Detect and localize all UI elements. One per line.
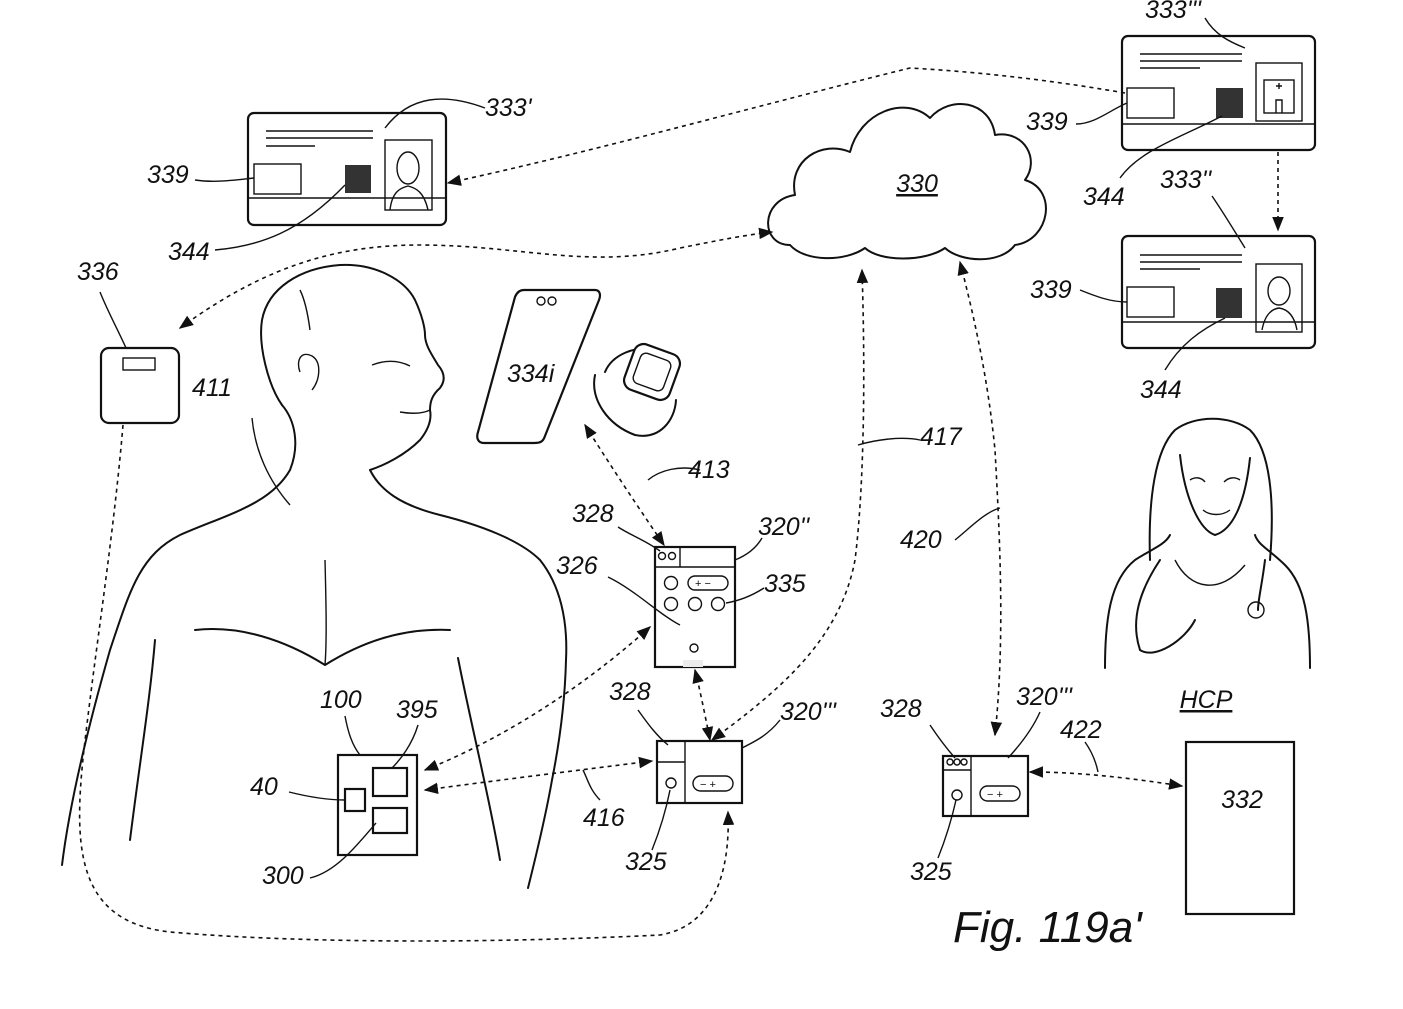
hcp-label: HCP [1180, 686, 1233, 714]
remote-right-power-label: 325 [910, 858, 952, 886]
card-field-label-3: 339 [1030, 276, 1072, 304]
svg-text:− +: − + [987, 789, 1003, 801]
remote-mid-display-label: 328 [609, 678, 651, 706]
card-field-label-1: 339 [147, 161, 189, 189]
remote-top-buttons-label: 326 [556, 552, 598, 580]
card-hcp-label: 333'' [1160, 166, 1212, 194]
link-cloud-right-label: 420 [900, 526, 942, 554]
remote-right-label: 320''' [1016, 683, 1073, 711]
card-code-label-1: 344 [168, 238, 210, 266]
remote-mid-label: 320''' [780, 698, 837, 726]
card-clinic-label: 333''' [1145, 0, 1202, 24]
patch-c-label: 300 [262, 862, 304, 890]
phone-label: 334i [507, 360, 556, 388]
patch-label: 100 [320, 686, 362, 714]
scale-label: 336 [77, 258, 119, 286]
card-patient-label: 333' [485, 94, 533, 122]
link-phone-label: 413 [688, 456, 730, 484]
cloud-network: 330 [768, 104, 1046, 259]
scale-device: 336 411 [77, 258, 232, 423]
qr-code-icon [1216, 88, 1243, 118]
card-field-label-2: 339 [1026, 108, 1068, 136]
remote-right-display-label: 328 [880, 695, 922, 723]
patch-b-label: 40 [250, 773, 278, 801]
computer-terminal: 332 [1186, 742, 1294, 914]
link-cloud-left-label: 417 [920, 423, 963, 451]
link-scale-label: 411 [192, 374, 232, 402]
remote-mid-power-label: 325 [625, 848, 667, 876]
qr-code-icon [1216, 288, 1242, 318]
patient-id-card: 333' 339 344 [147, 94, 533, 266]
svg-text:− +: − + [700, 779, 716, 791]
patch-a-label: 395 [396, 696, 438, 724]
remote-top-pm-label: 335 [764, 570, 806, 598]
svg-text:+ −: + − [695, 578, 711, 590]
card-code-label-2: 344 [1083, 183, 1125, 211]
remote-top-display-label: 328 [572, 500, 614, 528]
card-code-label-3: 344 [1140, 376, 1182, 404]
hcp-id-card: 333'' 339 344 [1030, 166, 1315, 404]
smartphone-device: 334i [477, 290, 600, 443]
remote-controller-handheld: − + 328 320''' 325 416 [583, 678, 837, 876]
healthcare-professional: HCP [1105, 419, 1310, 714]
remote-top-label: 320'' [758, 513, 810, 541]
remote-controller-clinic: − + 328 320''' 325 422 [880, 683, 1102, 886]
patch-device: 100 395 40 300 [250, 686, 438, 890]
qr-code-icon [345, 165, 371, 193]
pc-label: 332 [1221, 786, 1263, 814]
cloud-label: 330 [896, 170, 938, 198]
figure-caption: Fig. 119a' [953, 903, 1143, 952]
link-patch-label: 416 [583, 804, 625, 832]
remote-controller-main: + − 328 320'' 326 335 [556, 500, 810, 667]
smartwatch-icon [594, 341, 683, 436]
link-pc-label: 422 [1060, 716, 1102, 744]
stethoscope-icon [1248, 602, 1264, 618]
